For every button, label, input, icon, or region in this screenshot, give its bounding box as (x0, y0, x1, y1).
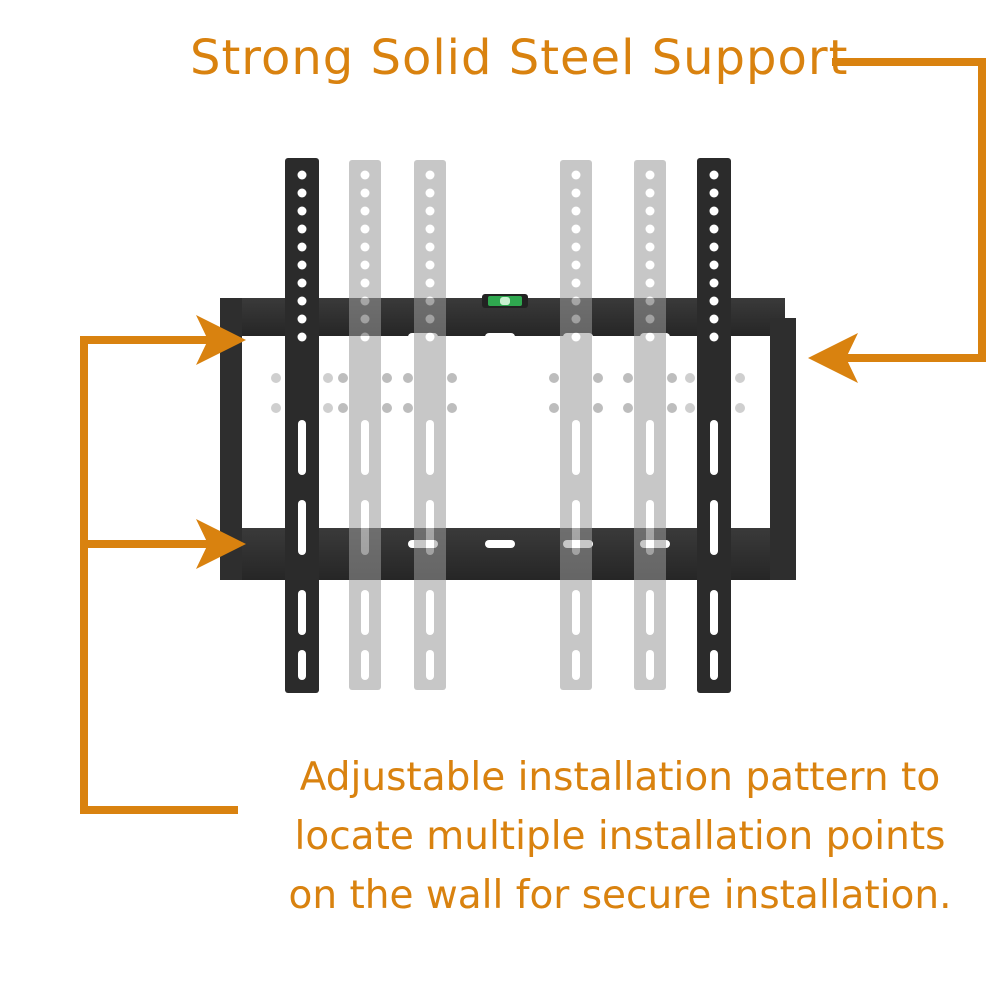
arrow-left-icon (808, 333, 858, 383)
arrow-right-icon (196, 519, 246, 569)
bracket-right (685, 158, 745, 693)
callout-left (80, 336, 238, 814)
callout-top-right (832, 58, 986, 362)
caption-line: Adjustable installation pattern to (299, 755, 941, 800)
caption-line: locate multiple installation points (294, 814, 946, 859)
arrow-right-icon (196, 315, 246, 365)
ghost-bolts (338, 373, 677, 413)
bracket-ghost-3 (560, 160, 592, 690)
caption-line: on the wall for secure installation. (288, 873, 952, 918)
bracket-ghost-1 (349, 160, 381, 690)
bracket-ghost-2 (414, 160, 446, 690)
bubble-level-icon (482, 294, 528, 308)
bracket-left (271, 158, 333, 693)
bracket-ghost-4 (634, 160, 666, 690)
headline-text: Strong Solid Steel Support (190, 30, 849, 86)
caption-text: Adjustable installation pattern to locat… (260, 748, 980, 925)
